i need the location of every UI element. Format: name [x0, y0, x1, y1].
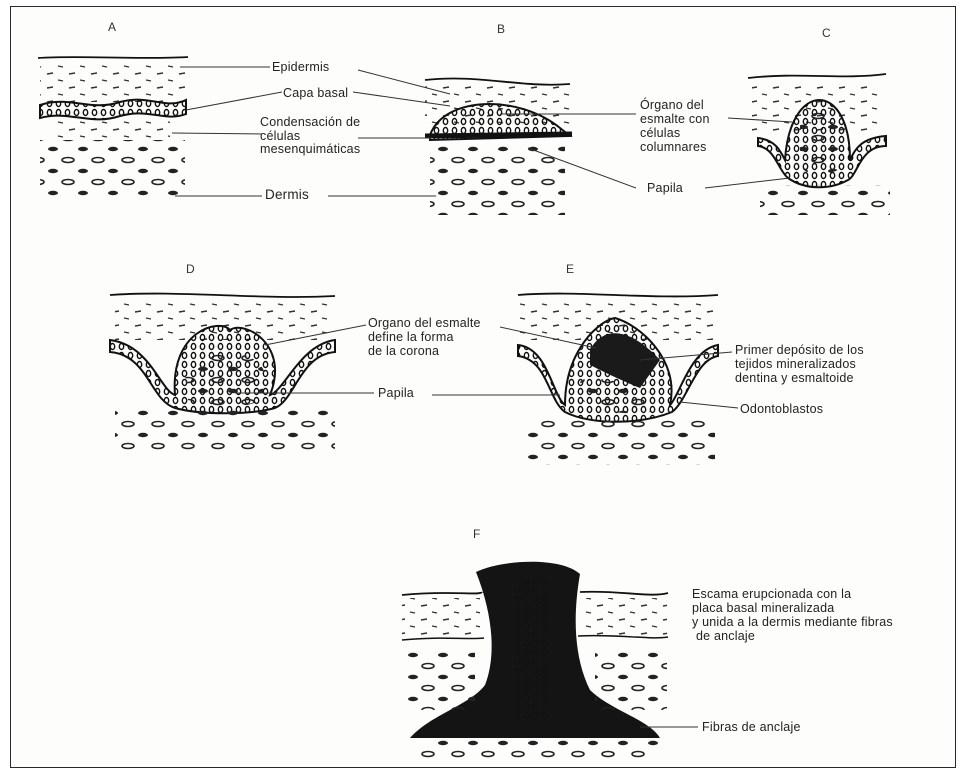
- label-capa-basal: Capa basal: [283, 86, 348, 100]
- panel-label-a: A: [108, 20, 116, 34]
- panel-label-e: E: [566, 262, 574, 276]
- panel-f-drawing: [402, 562, 668, 760]
- label-papila-d: Papila: [378, 386, 414, 400]
- label-fibras-anclaje: Fibras de anclaje: [702, 720, 801, 734]
- label-condensacion: Condensación de células mesenquimáticas: [260, 116, 360, 157]
- panel-e-drawing: [518, 294, 718, 465]
- panel-label-f: F: [473, 527, 480, 541]
- label-papila-b: Papila: [647, 181, 683, 195]
- panel-a-drawing: [38, 57, 188, 200]
- label-organo-columnares: Órgano del esmalte con células columnare…: [640, 98, 710, 154]
- panel-label-b: B: [497, 22, 505, 36]
- label-dermis: Dermis: [265, 188, 309, 202]
- label-escama: Escama erupcionada con la placa basal mi…: [692, 587, 893, 643]
- label-odontoblastos: Odontoblastos: [740, 402, 823, 416]
- label-organo-corona: Organo del esmalte define la forma de la…: [368, 316, 481, 358]
- panel-d-drawing: [110, 294, 335, 450]
- panel-label-c: C: [822, 26, 831, 40]
- panel-label-d: D: [186, 262, 195, 276]
- panel-b-drawing: [425, 78, 572, 215]
- label-epidermis: Epidermis: [272, 60, 329, 74]
- panel-c-drawing: [748, 74, 890, 215]
- label-primer-deposito: Primer depósito de los tejidos mineraliz…: [735, 343, 864, 385]
